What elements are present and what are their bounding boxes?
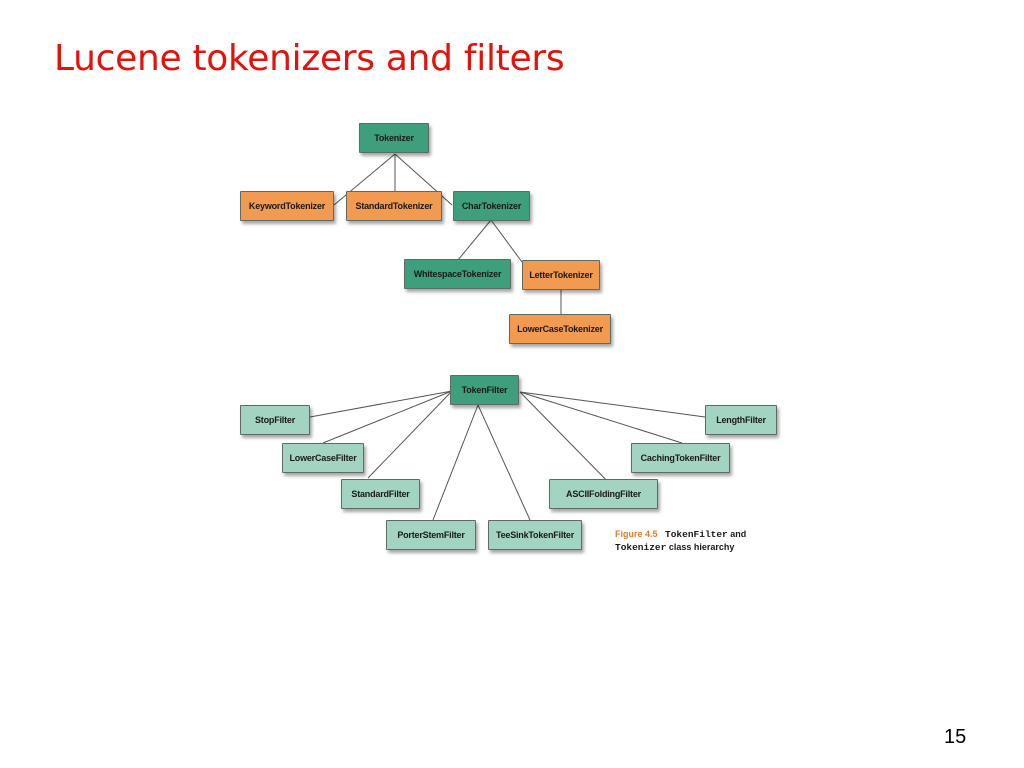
edge-filter-ascii [519,391,617,491]
node-length-filter: LengthFilter [705,405,777,435]
node-keyword-tokenizer: KeywordTokenizer [240,191,334,221]
edge-filter-length [519,391,706,418]
caption-suffix: class hierarchy [668,542,735,552]
figure-label: Figure 4.5 [615,529,658,539]
edge-filter-porter [432,404,479,521]
edge-tokenizer-keyword [333,153,396,206]
node-tokenizer: Tokenizer [359,123,429,153]
node-lowercase-tokenizer: LowerCaseTokenizer [509,314,611,344]
page-number: 15 [944,726,967,748]
node-standard-tokenizer: StandardTokenizer [346,191,442,221]
node-whitespace-tokenizer: WhitespaceTokenizer [404,259,511,289]
node-stop-filter: StopFilter [240,405,310,435]
edge-char-whitespace [457,219,492,261]
node-porter-stem-filter: PorterStemFilter [386,520,476,550]
node-token-filter: TokenFilter [450,375,519,405]
slide-title: Lucene tokenizers and filters [54,38,565,79]
node-char-tokenizer: CharTokenizer [453,191,530,221]
edge-filter-stop [309,390,453,418]
node-teesink-token-filter: TeeSinkTokenFilter [488,520,582,550]
node-lowercase-filter: LowerCaseFilter [282,443,364,473]
node-letter-tokenizer: LetterTokenizer [522,260,600,290]
edge-char-letter [490,219,523,263]
edge-filter-standard [367,390,453,479]
edge-filter-teesink [477,404,531,521]
edge-filter-lowercase [322,390,453,444]
figure-caption: Figure 4.5 TokenFilter and Tokenizer cla… [615,528,746,554]
caption-class-tokenfilter: TokenFilter [665,529,728,540]
caption-and: and [730,529,747,539]
node-ascii-folding-filter: ASCIIFoldingFilter [549,479,658,509]
node-standard-filter: StandardFilter [341,479,420,509]
edge-filter-caching [519,391,683,444]
node-caching-token-filter: CachingTokenFilter [631,443,730,473]
edge-tokenizer-char [394,153,453,206]
caption-class-tokenizer: Tokenizer [615,542,667,553]
